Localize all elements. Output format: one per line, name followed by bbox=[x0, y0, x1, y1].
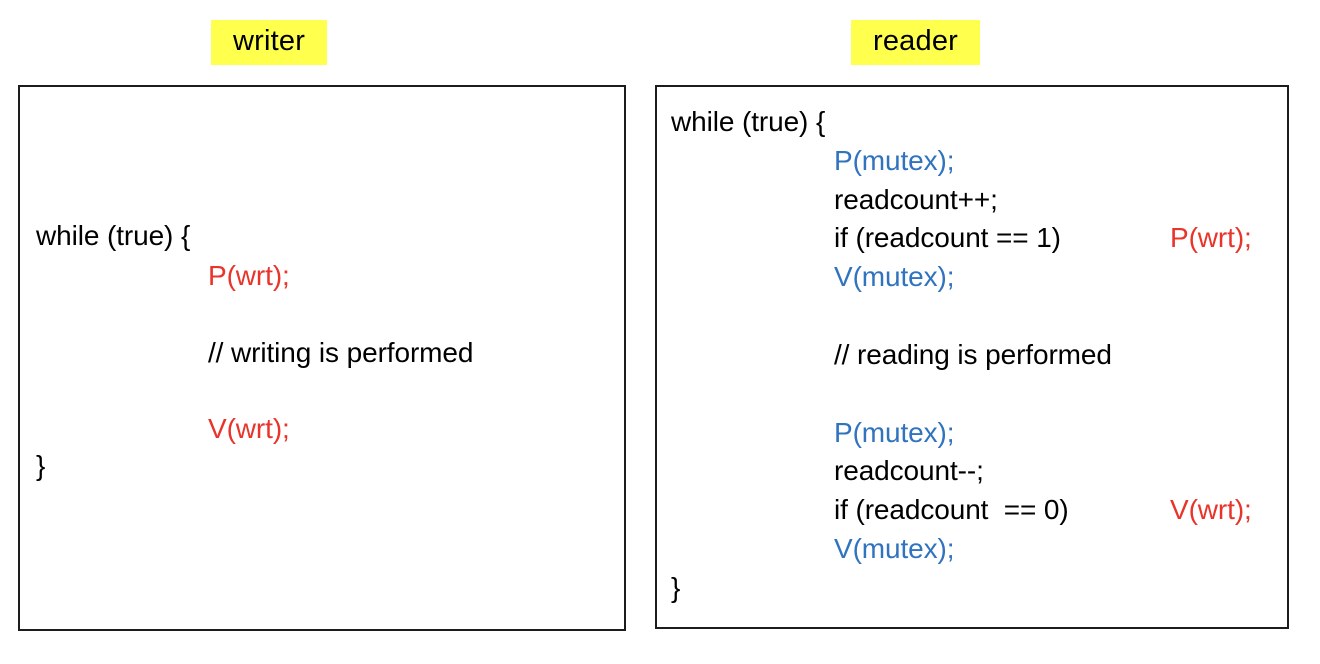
reader-code-line-p-wrt: P(wrt); bbox=[1170, 222, 1252, 253]
writer-code-line-close-brace: } bbox=[36, 450, 46, 481]
reader-code-line-readcount-dec: readcount--; bbox=[834, 455, 984, 486]
writer-code-line-comment: // writing is performed bbox=[208, 337, 474, 368]
reader-code-block: while (true) { P(mutex); readcount++; if… bbox=[657, 87, 1287, 627]
reader-code-line-p-mutex-entry: P(mutex); bbox=[834, 145, 955, 176]
reader-code-line-v-wrt: V(wrt); bbox=[1170, 494, 1252, 525]
reader-code-line-comment: // reading is performed bbox=[834, 339, 1112, 370]
reader-code-line-readcount-inc: readcount++; bbox=[834, 184, 998, 215]
writer-caption-highlight: writer bbox=[211, 20, 328, 65]
reader-caption-highlight: reader bbox=[851, 20, 981, 65]
reader-code-line-if-readcount-one: if (readcount == 1) bbox=[834, 222, 1061, 253]
writer-code-line-v-wrt: V(wrt); bbox=[208, 413, 290, 444]
writer-code-line-p-wrt: P(wrt); bbox=[208, 260, 290, 291]
reader-code-line-v-mutex-exit: V(mutex); bbox=[834, 533, 955, 564]
reader-code-line-if-readcount-zero: if (readcount == 0) bbox=[834, 494, 1069, 525]
writer-code-line-while: while (true) { bbox=[36, 220, 191, 251]
reader-code-line-close-brace: } bbox=[671, 572, 681, 603]
reader-code-line-v-mutex-entry: V(mutex); bbox=[834, 261, 955, 292]
reader-code-line-while: while (true) { bbox=[671, 106, 826, 137]
writer-code-block: while (true) { P(wrt); // writing is per… bbox=[20, 87, 624, 629]
reader-code-panel: while (true) { P(mutex); readcount++; if… bbox=[655, 85, 1289, 629]
reader-code-line-p-mutex-exit: P(mutex); bbox=[834, 417, 955, 448]
writer-code-panel: while (true) { P(wrt); // writing is per… bbox=[18, 85, 626, 631]
